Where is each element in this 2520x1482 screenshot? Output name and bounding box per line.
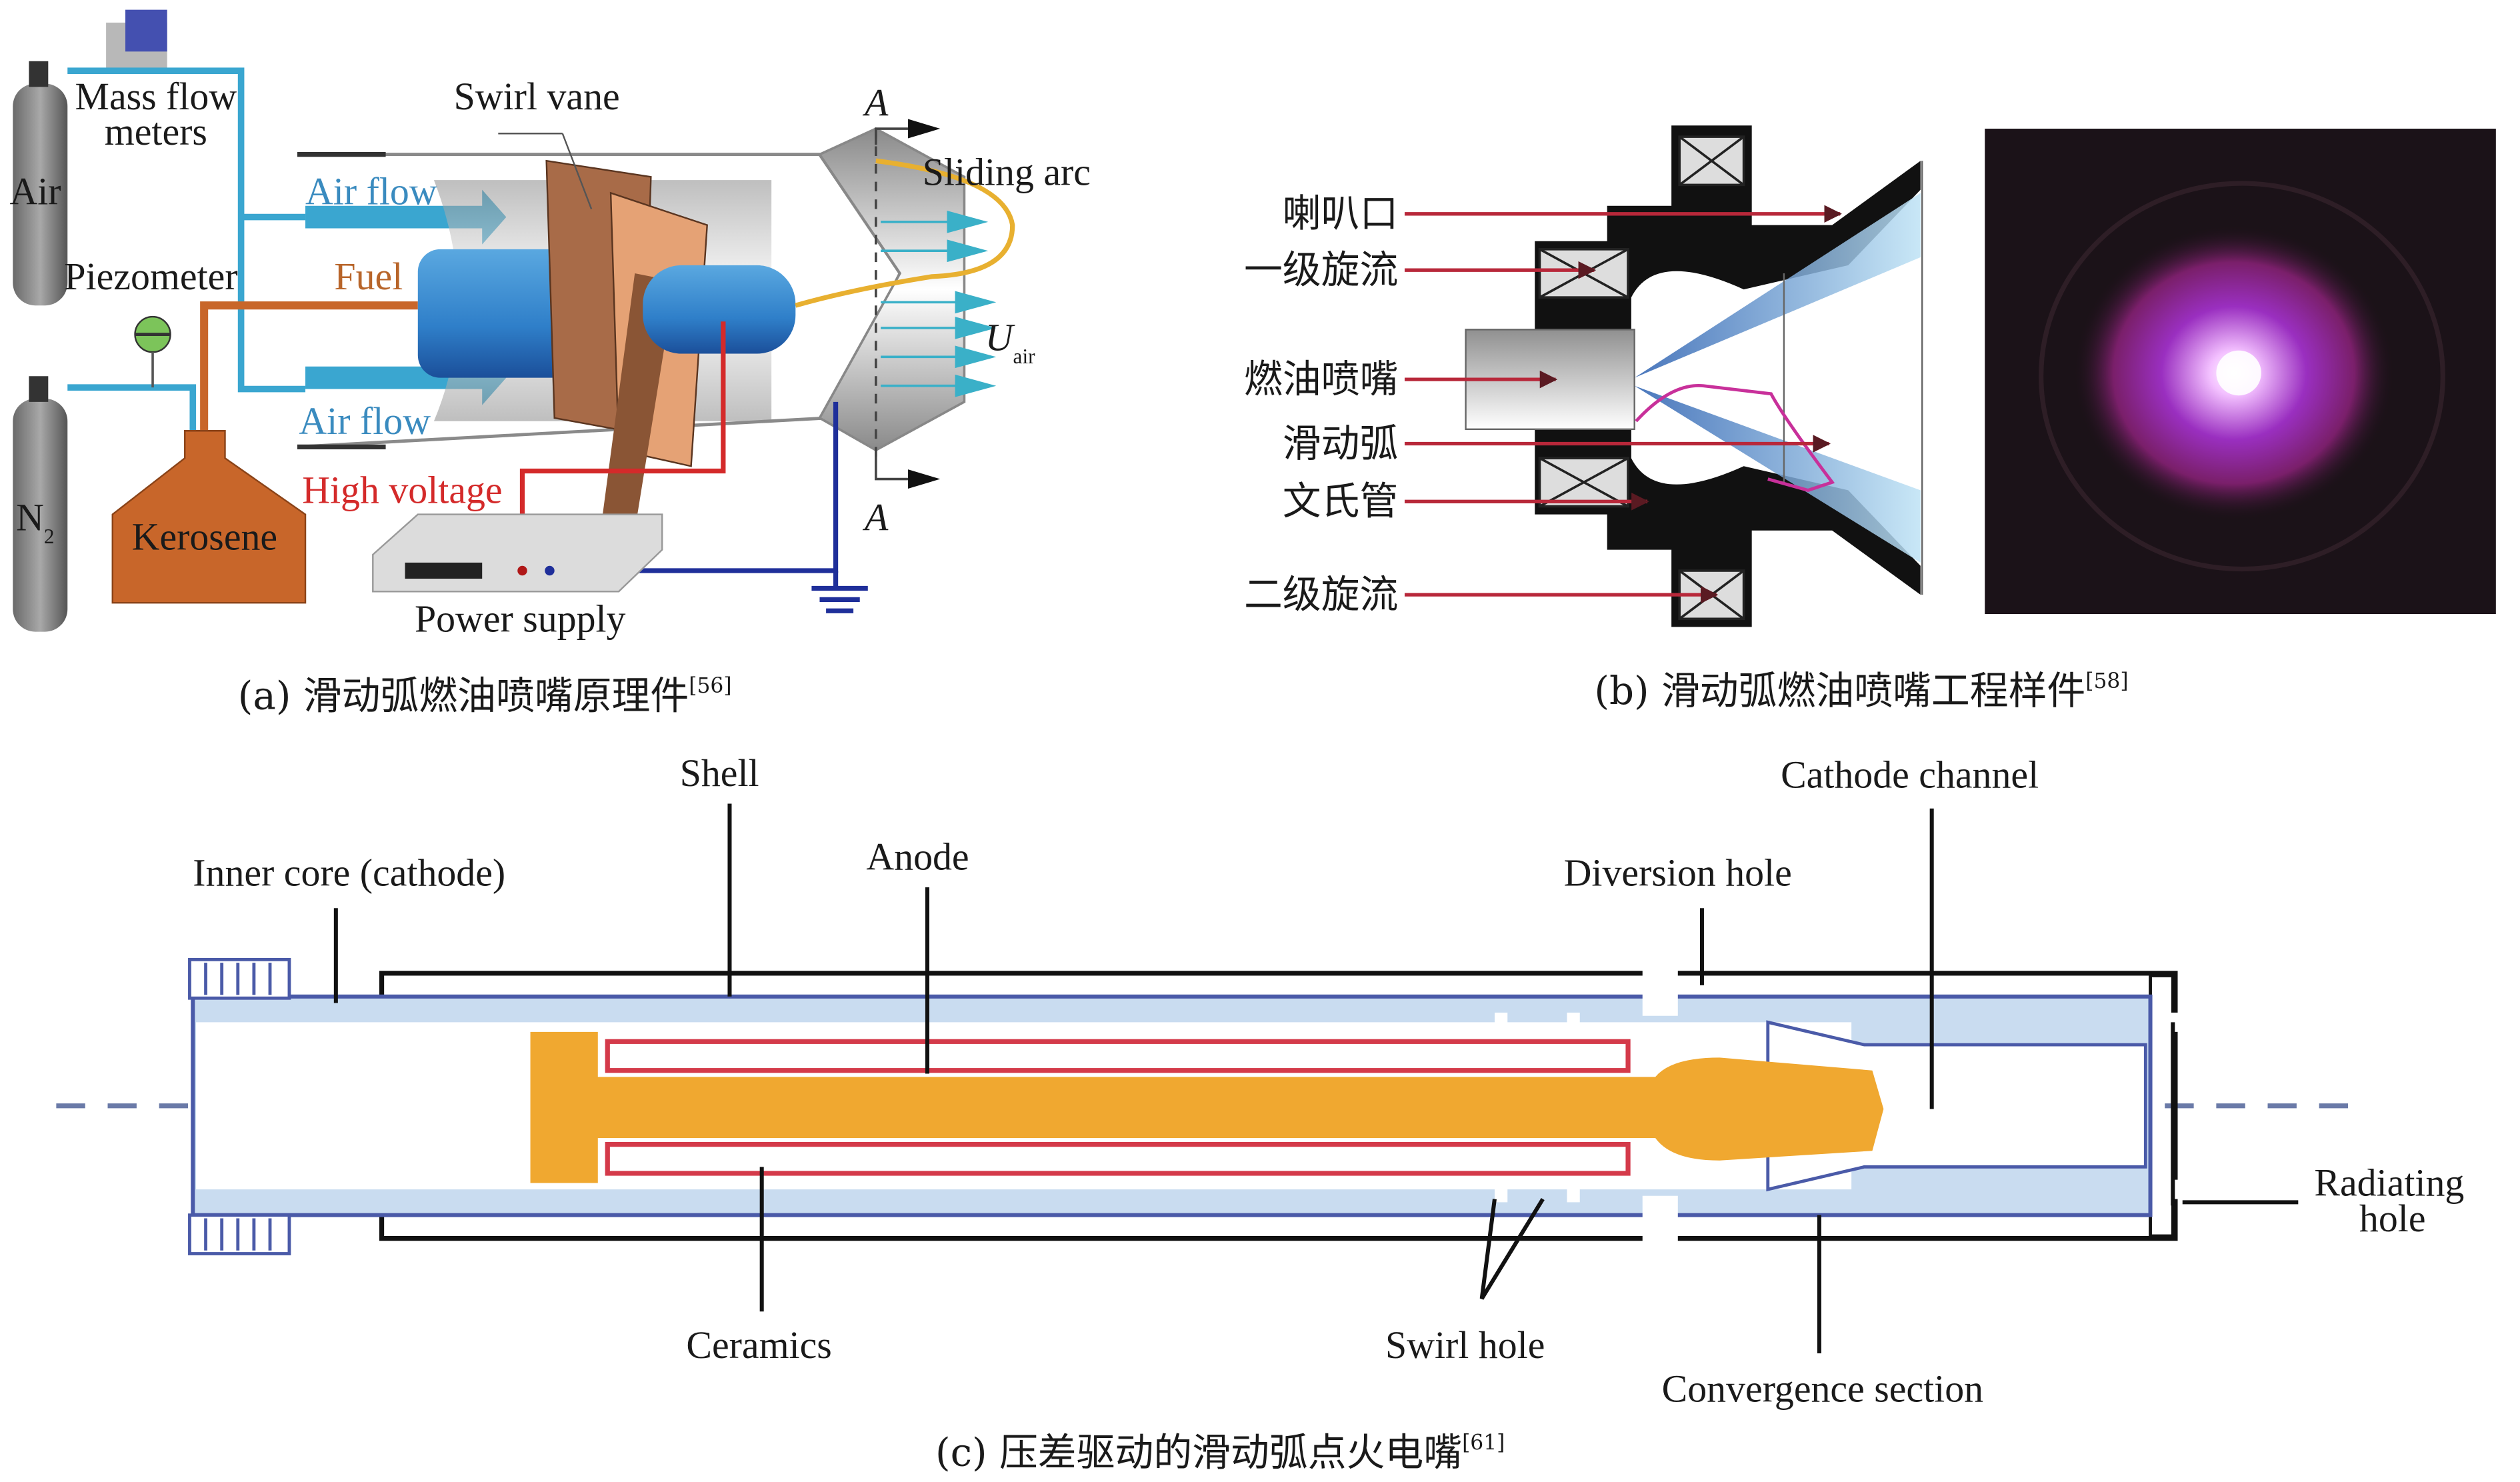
photo-outer-ring [2038, 181, 2445, 572]
n2-cylinder [13, 399, 68, 632]
label-high-voltage: High voltage [302, 469, 502, 512]
label-swirl-hole: Swirl hole [1385, 1323, 1545, 1367]
thread-bottom [188, 1213, 291, 1255]
shell-inner-gap-top [381, 972, 2152, 999]
panel-a-diagram [13, 9, 1015, 632]
spray-cone-upper [1634, 193, 1921, 378]
u-air-arrows [881, 211, 997, 397]
venturi-cone [817, 127, 966, 452]
air-cylinder-valve [29, 61, 49, 87]
label-cathode-channel: Cathode channel [1781, 753, 2039, 796]
power-supply-terminal-hv [517, 565, 527, 576]
label-air: Air [9, 169, 61, 213]
power-supply-terminal-gnd [545, 565, 555, 576]
shell-inner-gap-bottom [381, 1213, 2152, 1239]
label-ceramics: Ceramics [686, 1323, 831, 1367]
caption-panel-c: (c) 压差驱动的滑动弧点火电嘴[61] [935, 1430, 1505, 1475]
label-meters: meters [105, 110, 207, 153]
fuel-pipe [200, 301, 418, 435]
label-venturi: 文氏管 [1283, 479, 1399, 524]
section-a-bottom-arrow [908, 469, 941, 489]
panel-c-leaders [333, 803, 2299, 1353]
power-supply-box [372, 513, 663, 593]
label-mass-flow: Mass flow [75, 75, 237, 118]
air-flow-arrow-top [305, 189, 507, 245]
swirl-holes [1494, 1012, 1580, 1203]
power-supply-display [405, 562, 483, 579]
panel-b-labels: 喇叭口 一级旋流 燃油喷嘴 滑动弧 文氏管 二级旋流 (b) 滑动弧燃油喷嘴工程… [1244, 191, 2129, 713]
label-air-flow-bottom: Air flow [299, 399, 431, 443]
section-a-top-marker [875, 127, 917, 145]
label-fuel: Fuel [334, 255, 403, 298]
anode [530, 1031, 1884, 1183]
panel-c-labels: Inner core (cathode) Shell Anode Diversi… [193, 751, 2464, 1475]
section-a-bottom-marker [875, 450, 917, 481]
spray-cone-lower [1634, 385, 1921, 563]
mass-flow-meter-screen [125, 9, 167, 52]
panel-c-diagram [56, 803, 2363, 1353]
label-fuel-nozzle: 燃油喷嘴 [1244, 356, 1398, 401]
label-horn: 喇叭口 [1283, 191, 1399, 236]
label-inner-core: Inner core (cathode) [193, 851, 505, 894]
label-piezometer: Piezometer [64, 255, 237, 298]
sliding-arc-curve [795, 158, 1015, 308]
label-section-a-top: A [862, 81, 889, 125]
panel-a-labels: Mass flow meters Swirl vane Air Air flow… [9, 75, 1091, 718]
kerosene-tank [111, 430, 307, 604]
label-air-flow-top: Air flow [305, 169, 437, 213]
label-radiating: Radiating [2314, 1161, 2464, 1205]
ground-symbol-icon [811, 570, 868, 613]
label-u-air: Uair [985, 316, 1035, 368]
panel-b-diagram [1404, 125, 2496, 627]
label-n2: N2 [16, 496, 54, 548]
thread-top [188, 957, 291, 1000]
label-sliding-arc-cn: 滑动弧 [1283, 421, 1399, 466]
section-a-top-arrow [908, 119, 941, 139]
label-convergence-section: Convergence section [1662, 1367, 1983, 1410]
label-primary-swirl: 一级旋流 [1244, 247, 1398, 292]
electrode-nozzle [643, 265, 796, 354]
nozzle-body-lower [1535, 417, 1921, 627]
label-swirl-vane: Swirl vane [454, 75, 620, 118]
label-kerosene: Kerosene [132, 515, 277, 559]
label-secondary-swirl: 二级旋流 [1244, 571, 1398, 617]
label-section-a-bottom: A [862, 496, 889, 539]
sliding-arc-loop [1635, 383, 1835, 492]
label-diversion-hole: Diversion hole [1564, 851, 1792, 894]
panel-b-leaders [1404, 205, 1842, 604]
caption-panel-a: (a) 滑动弧燃油喷嘴原理件[56] [238, 673, 732, 718]
leader-swirl-vane-diag [561, 133, 593, 209]
nozzle-body-upper [1535, 125, 1921, 338]
air-flow-arrow-bottom [305, 350, 507, 405]
ceramic-upper [605, 1039, 1631, 1073]
air-supply-pipes [67, 67, 306, 431]
n2-cylinder-valve [29, 376, 49, 402]
ceramic-lower [605, 1141, 1631, 1176]
label-anode: Anode [866, 835, 969, 878]
air-cylinder [13, 83, 68, 306]
label-radiating-hole: hole [2359, 1197, 2426, 1240]
caption-panel-b: (b) 滑动弧燃油喷嘴工程样件[58] [1594, 668, 2128, 713]
label-sliding-arc: Sliding arc [923, 150, 1091, 193]
label-power-supply: Power supply [415, 597, 626, 641]
diversion-holes [1642, 967, 1678, 1245]
label-shell: Shell [680, 751, 759, 795]
photo-plasma-core [2216, 350, 2261, 396]
